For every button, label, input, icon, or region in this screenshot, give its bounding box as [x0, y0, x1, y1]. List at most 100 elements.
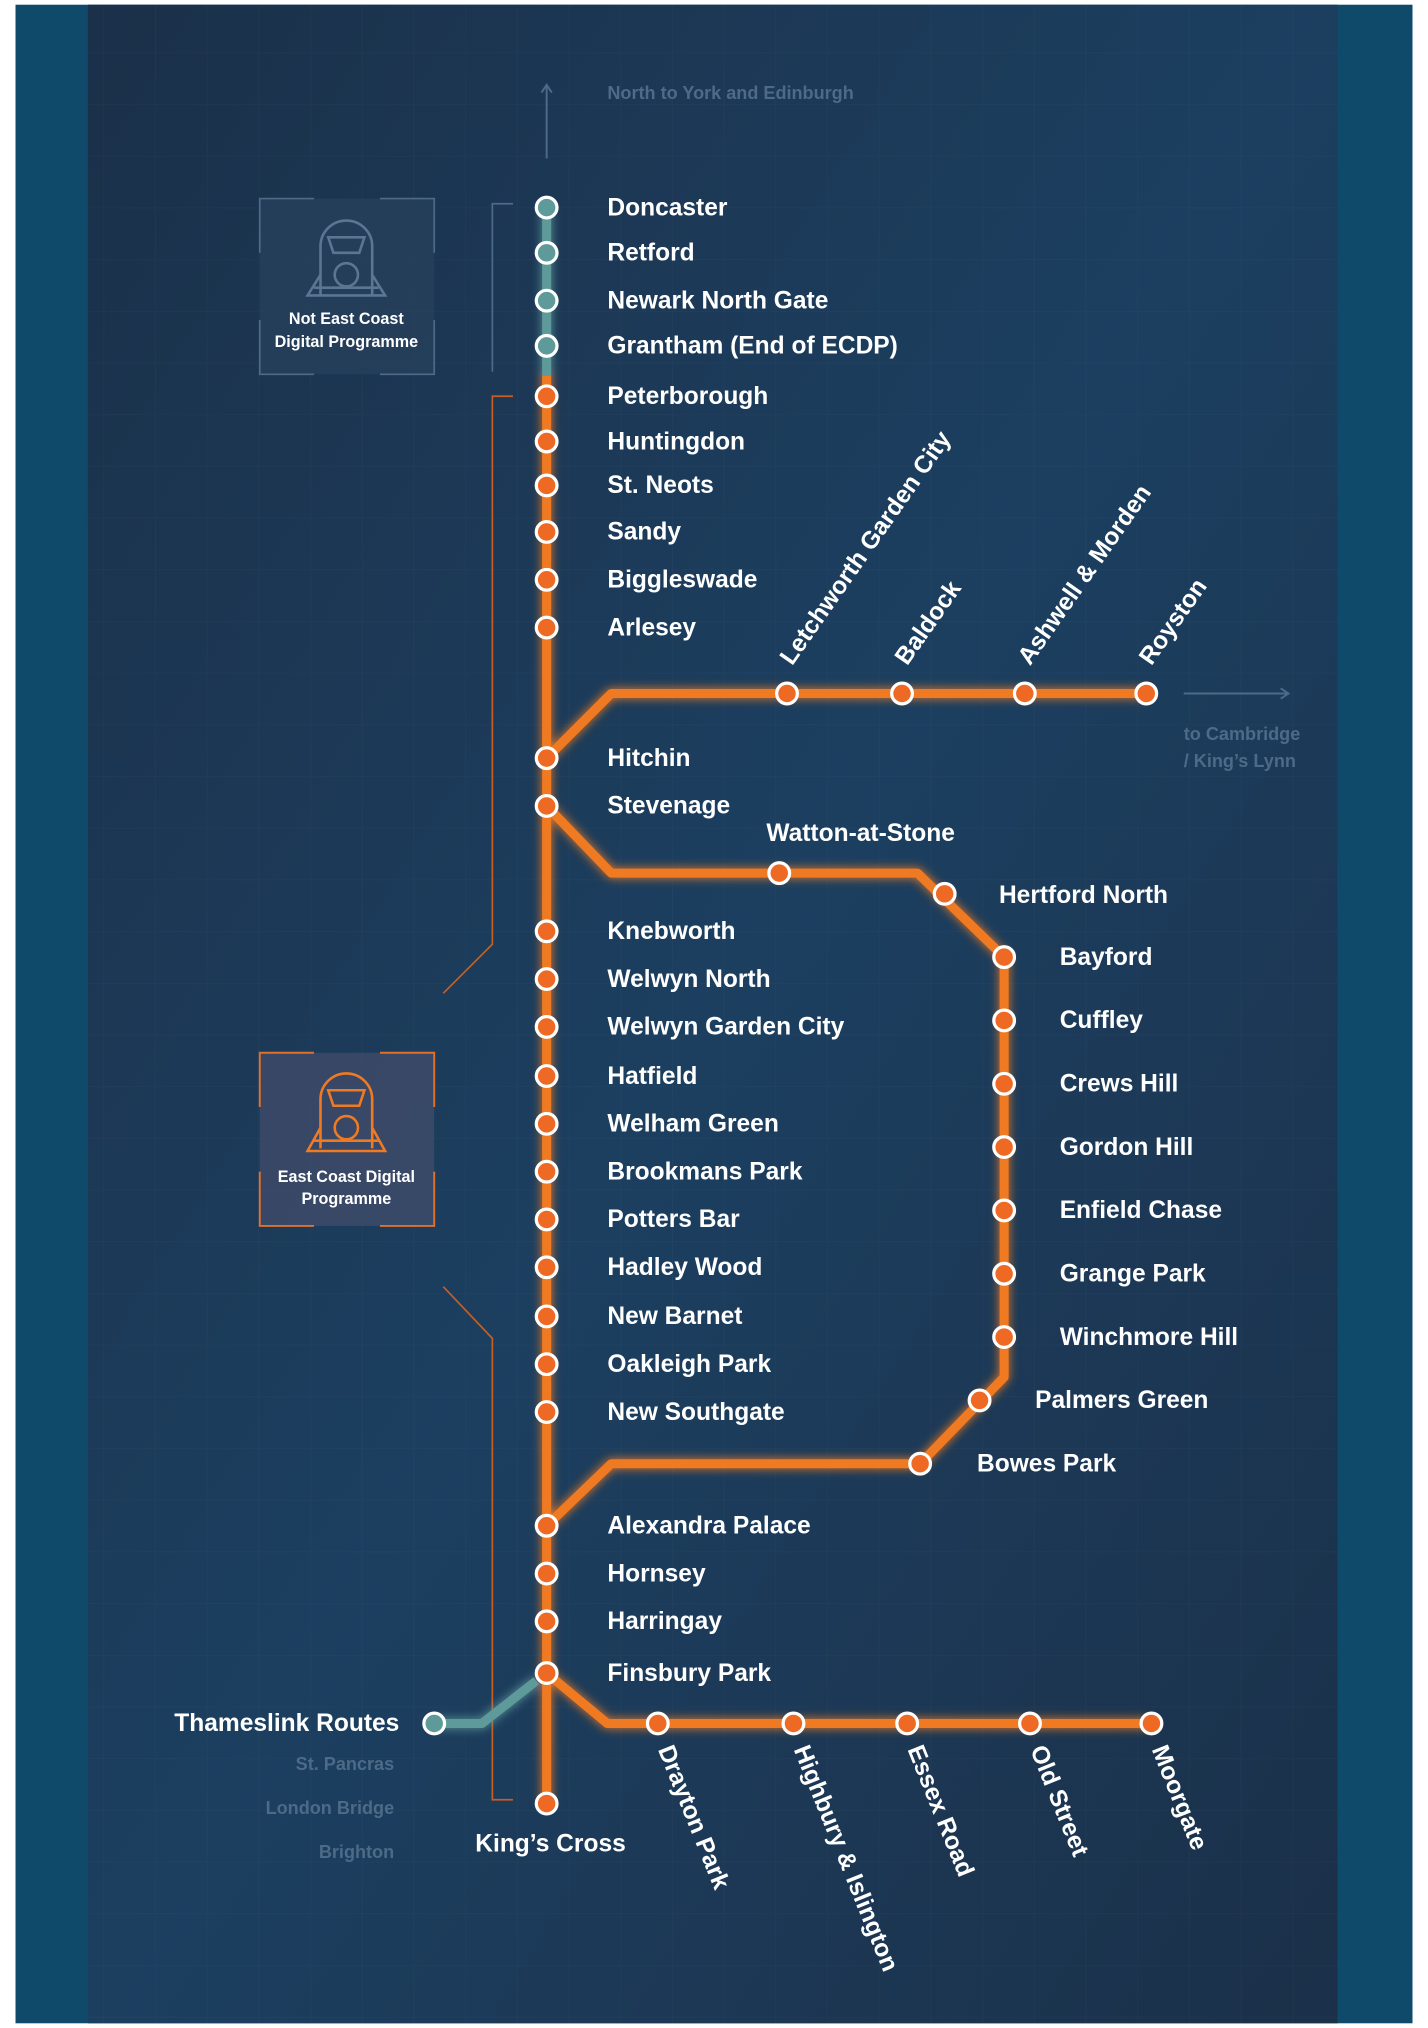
kings-lynn-label: / King’s Lynn [1184, 751, 1296, 771]
not-ecdp-bracket [491, 202, 514, 372]
station-label: Harringay [607, 1608, 722, 1635]
station-marker[interactable] [534, 240, 559, 265]
station-label: Welham Green [607, 1111, 778, 1138]
station-label: Gordon Hill [1060, 1134, 1194, 1161]
station-label: King’s Cross [475, 1830, 625, 1857]
ecdp-label-1: East Coast Digital [278, 1168, 415, 1186]
thameslink-destination: Brighton [319, 1842, 394, 1862]
train-icon [305, 219, 388, 297]
station-label: Finsbury Park [607, 1660, 771, 1687]
station-marker[interactable] [534, 967, 559, 992]
station-marker[interactable] [534, 567, 559, 592]
thameslink-destination: London Bridge [266, 1798, 395, 1818]
station-marker[interactable] [767, 861, 792, 886]
station-marker[interactable] [534, 384, 559, 409]
station-marker[interactable] [534, 793, 559, 818]
station-label: Brookmans Park [607, 1158, 802, 1185]
station-marker[interactable] [534, 473, 559, 498]
station-marker[interactable] [967, 1388, 992, 1413]
hertford-loop-line [543, 802, 1009, 1530]
station-marker[interactable] [534, 1513, 559, 1538]
north-label: North to York and Edinburgh [607, 83, 853, 103]
ecdp-bracket-top [442, 395, 514, 994]
station-marker[interactable] [534, 1352, 559, 1377]
station-marker[interactable] [908, 1451, 933, 1476]
not-ecdp-label-2: Digital Programme [275, 333, 419, 351]
station-marker[interactable] [534, 288, 559, 313]
north-arrow-icon [540, 83, 553, 159]
legend-not-ecdp: Not East Coast Digital Programme [258, 197, 436, 376]
station-label: Sandy [607, 519, 681, 546]
station-marker[interactable] [992, 1325, 1017, 1350]
station-marker[interactable] [534, 333, 559, 358]
station-label: St. Neots [607, 472, 713, 499]
train-icon [305, 1072, 388, 1153]
station-marker[interactable] [992, 1261, 1017, 1286]
station-label: Potters Bar [607, 1206, 740, 1233]
station-label: Crews Hill [1060, 1071, 1179, 1098]
thameslink-station[interactable] [422, 1711, 447, 1736]
station-marker[interactable] [932, 881, 957, 906]
station-marker[interactable] [890, 681, 914, 706]
station-marker[interactable] [1134, 681, 1159, 706]
station-label: Newark North Gate [607, 287, 828, 314]
station-label: Oakleigh Park [607, 1351, 771, 1378]
station-marker[interactable] [992, 945, 1017, 970]
station-label: Biggleswade [607, 567, 757, 594]
station-marker[interactable] [534, 1255, 559, 1280]
station-label: Huntingdon [607, 428, 745, 455]
station-marker[interactable] [992, 1071, 1017, 1096]
station-marker[interactable] [534, 746, 559, 771]
thameslink-line [434, 1677, 540, 1728]
station-label: Grange Park [1060, 1261, 1206, 1288]
station-label: Watton-at-Stone [766, 820, 955, 847]
station-marker[interactable] [534, 1791, 559, 1816]
station-marker[interactable] [992, 1008, 1017, 1033]
station-marker[interactable] [781, 1711, 806, 1736]
station-marker[interactable] [534, 1661, 559, 1686]
station-label: Grantham (End of ECDP) [607, 333, 897, 360]
station-label: Welwyn North [607, 966, 770, 993]
cambridge-label: to Cambridge [1184, 724, 1301, 744]
east-arrow-icon [1183, 687, 1291, 700]
station-marker[interactable] [534, 1014, 559, 1039]
moorgate-branch-line [543, 1669, 1152, 1728]
station-label: Bayford [1060, 944, 1153, 971]
station-marker[interactable] [534, 1207, 559, 1232]
station-marker[interactable] [534, 1064, 559, 1088]
station-marker[interactable] [534, 1304, 559, 1329]
station-marker[interactable] [895, 1711, 920, 1736]
station-label: Bowes Park [977, 1450, 1117, 1477]
station-label: Hadley Wood [607, 1254, 762, 1281]
station-marker[interactable] [534, 195, 559, 220]
station-marker[interactable] [1012, 681, 1037, 706]
station-marker[interactable] [992, 1198, 1017, 1223]
station-marker[interactable] [992, 1135, 1017, 1160]
station-label: Retford [607, 240, 694, 267]
not-ecdp-label-1: Not East Coast [289, 310, 404, 328]
station-marker[interactable] [1139, 1711, 1164, 1736]
station-marker[interactable] [534, 1111, 559, 1136]
station-marker[interactable] [534, 1609, 559, 1634]
station-marker[interactable] [534, 1400, 559, 1424]
station-label: Alexandra Palace [607, 1513, 810, 1540]
thameslink-label: Thameslink Routes [174, 1710, 399, 1737]
station-label: Doncaster [607, 194, 727, 221]
station-marker[interactable] [534, 520, 559, 544]
station-label: Winchmore Hill [1060, 1324, 1238, 1351]
station-marker[interactable] [534, 919, 559, 944]
station-label: Cuffley [1060, 1007, 1144, 1034]
station-marker[interactable] [534, 1561, 559, 1586]
ecdp-bracket-bottom [442, 1286, 514, 1801]
station-marker[interactable] [1018, 1711, 1042, 1736]
station-label: Palmers Green [1035, 1387, 1208, 1414]
station-marker[interactable] [534, 1159, 559, 1184]
legend-ecdp: East Coast Digital Programme [258, 1051, 436, 1227]
station-marker[interactable] [534, 429, 559, 454]
station-marker[interactable] [775, 681, 799, 706]
station-label: Hitchin [607, 745, 690, 772]
station-marker[interactable] [534, 615, 559, 640]
thameslink-destination: St. Pancras [296, 1754, 394, 1774]
station-marker[interactable] [645, 1711, 670, 1736]
